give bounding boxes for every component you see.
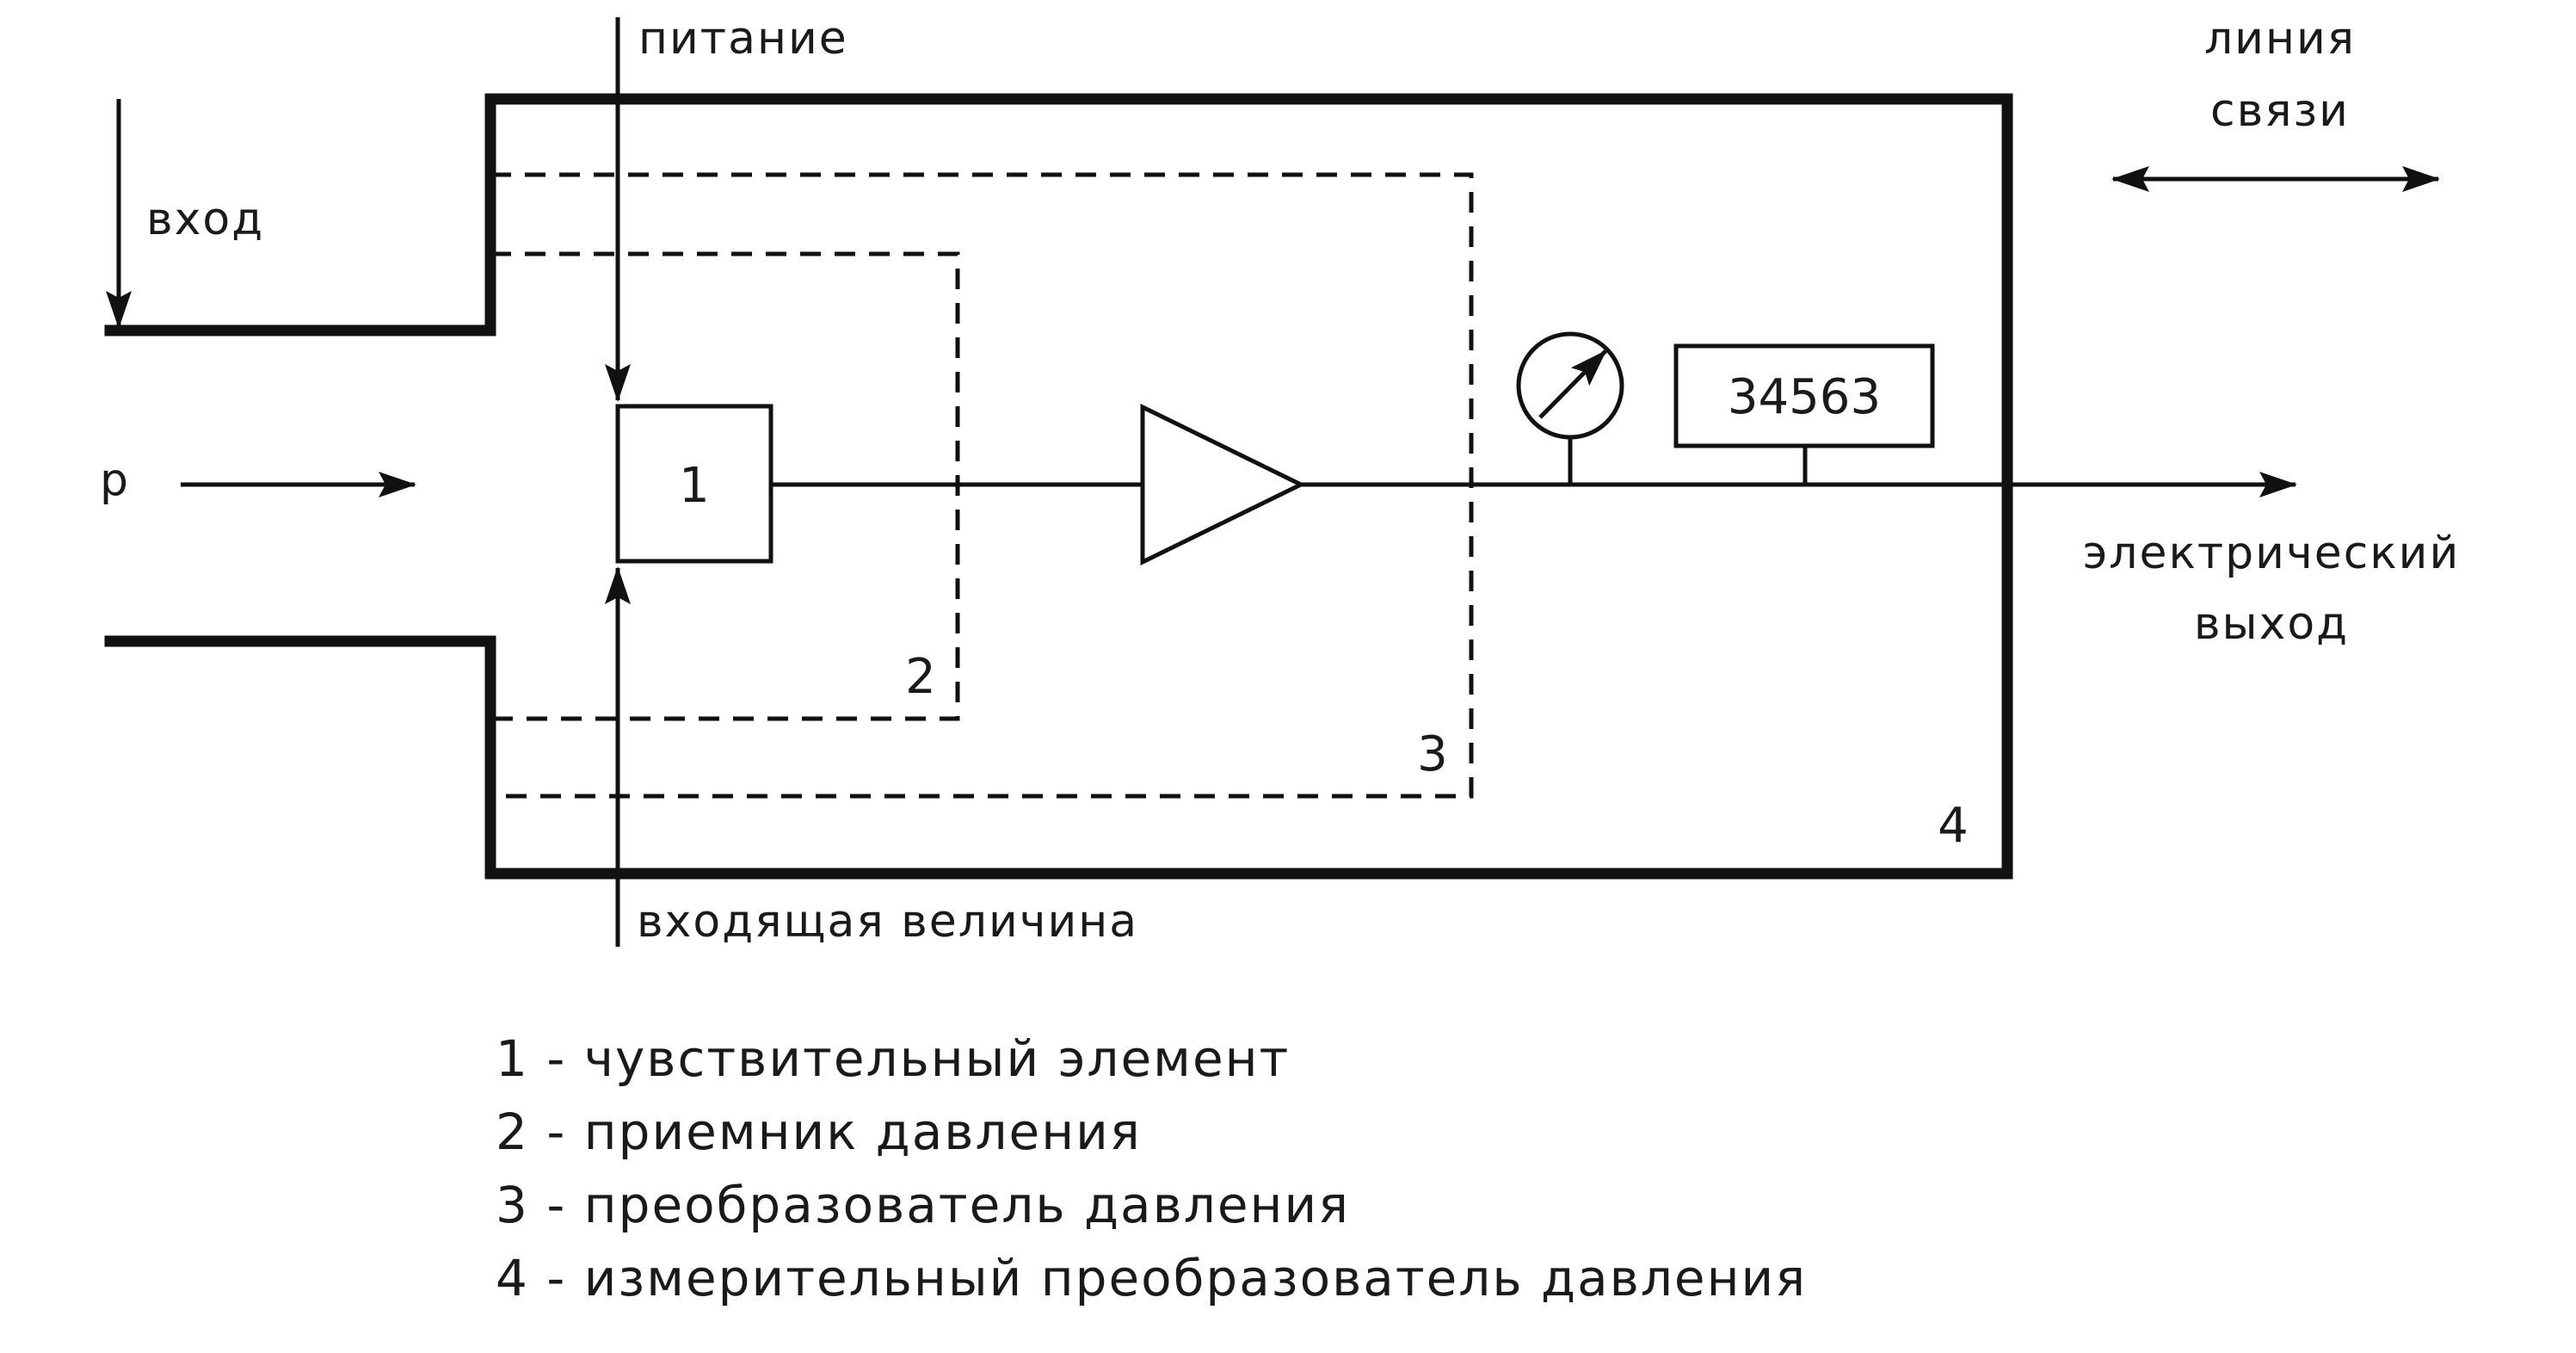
digital-display-box	[1673, 343, 1935, 448]
legend-item: 2 - приемник давления	[496, 1103, 1142, 1161]
digital-display-value: 34563	[1728, 369, 1881, 425]
legend: 1 - чувствительный элемент 2 - приемник …	[496, 1029, 1807, 1307]
measured-quantity-label: входящая величина	[637, 896, 1138, 948]
transducer-number: 4	[1938, 798, 1969, 854]
input-label: вход	[146, 194, 264, 245]
electric-output-label-2: выход	[2194, 598, 2349, 650]
legend-item: 3 - преобразователь давления	[496, 1176, 1350, 1234]
electric-output-label-1: электрический	[2083, 528, 2461, 579]
converter-number: 3	[1417, 726, 1448, 782]
pressure-label: р	[100, 454, 130, 506]
amplifier-triangle	[1140, 403, 1306, 566]
receiver-number: 2	[905, 649, 936, 705]
power-label: питание	[638, 13, 848, 65]
sensing-element-number: 1	[679, 458, 710, 514]
comm-line-label-1: линия	[2204, 13, 2356, 65]
legend-item: 1 - чувствительный элемент	[496, 1029, 1290, 1088]
legend-item: 4 - измерительный преобразователь давлен…	[496, 1249, 1807, 1307]
gauge-circle	[1516, 331, 1624, 440]
comm-line-label-2: связи	[2210, 85, 2350, 137]
gauge-needle-icon	[1538, 349, 1607, 419]
